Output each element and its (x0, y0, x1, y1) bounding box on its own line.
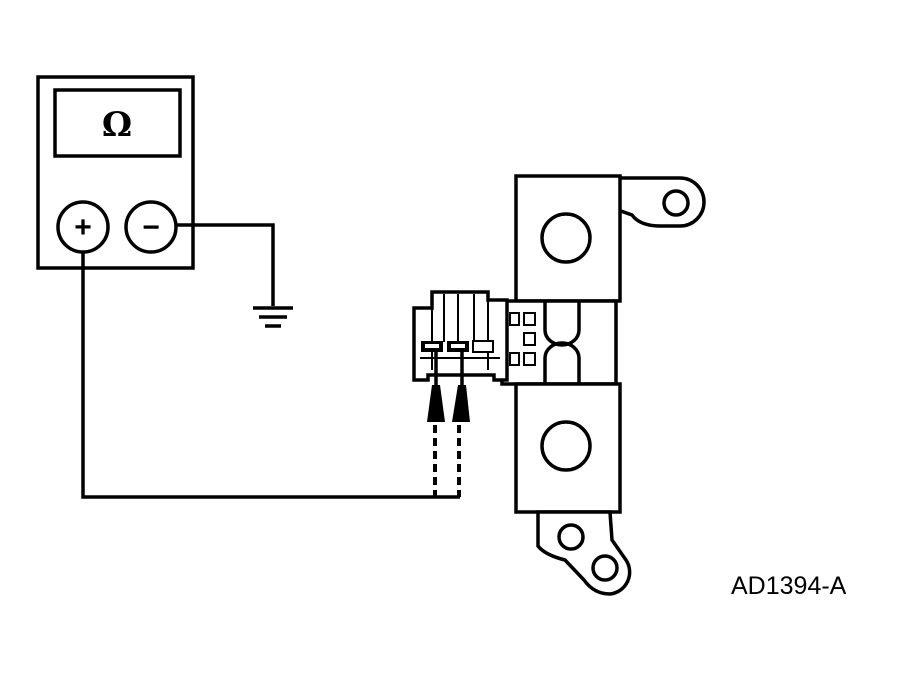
upper-ear-hole (662, 189, 690, 217)
figure-code: AD1394-A (731, 572, 847, 600)
ground-icon (253, 306, 293, 328)
lower-mounting-ear (536, 510, 632, 596)
ohmmeter-display (53, 88, 182, 158)
negative-test-lead (176, 223, 275, 306)
middle-tab-5 (509, 352, 520, 366)
lower-ear-hole-1 (557, 523, 585, 551)
lower-ear-hole-2 (591, 554, 619, 582)
ground-lead (176, 223, 275, 306)
middle-tab-1 (523, 312, 536, 326)
middle-tab-2 (523, 332, 536, 346)
probe-left (427, 352, 445, 422)
upper-mounting-ear (616, 176, 706, 228)
ohmmeter: Ω + − (36, 75, 195, 270)
upper-block-boss (540, 212, 592, 264)
probe-wires (433, 425, 461, 497)
middle-tab-3 (523, 352, 536, 366)
middle-tab-4 (509, 312, 520, 326)
connector-pin-3 (472, 340, 494, 353)
positive-terminal-label: + (74, 211, 92, 244)
positive-test-lead (81, 252, 432, 499)
lower-block-boss (540, 420, 592, 472)
negative-terminal-label: − (142, 211, 160, 244)
negative-terminal (124, 200, 178, 254)
component (500, 174, 706, 596)
ohm-symbol: Ω (102, 105, 132, 145)
probe-right (452, 352, 470, 422)
middle-notch (543, 301, 581, 347)
